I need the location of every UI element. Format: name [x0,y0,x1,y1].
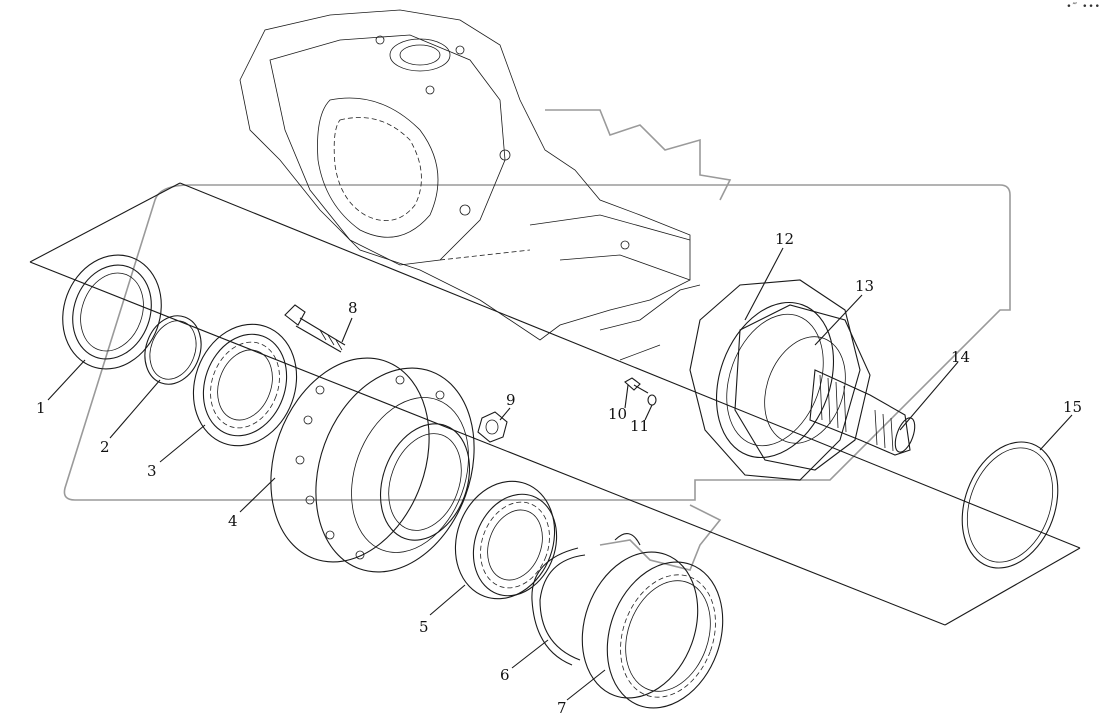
part-label-10: 10 [608,405,627,423]
part-labels: 1 2 3 4 5 6 7 8 9 10 11 12 13 14 15 [36,230,1082,717]
part-label-7: 7 [557,699,567,717]
wheel-stud-bolt [284,304,346,353]
part-label-11: 11 [630,417,649,435]
half-shaft [809,369,916,456]
part-label-1: 1 [36,399,46,417]
outer-bearing [454,480,558,600]
part-label-2: 2 [100,438,110,456]
axle-housing [239,9,701,361]
part-label-9: 9 [506,391,516,409]
washer [647,394,657,406]
part-label-6: 6 [500,666,510,684]
part-label-4: 4 [228,512,238,530]
flange-gasket [689,279,861,481]
watermark-logo [63,109,1011,571]
o-ring [144,315,202,385]
part-label-5: 5 [419,618,429,636]
small-bolt [624,377,649,394]
part-label-15: 15 [1063,398,1082,416]
ring-gear [581,533,724,709]
seal-ring [62,254,162,370]
part-label-3: 3 [147,462,157,480]
spindle [734,304,871,471]
wheel-hub [270,357,475,573]
assembly-axis-frame [29,182,1081,626]
part-label-13: 13 [855,277,874,295]
wheel-nut [477,411,508,443]
snap-ring [961,441,1059,569]
corner-mark: •‴ ••• [1066,2,1101,12]
circlip [531,547,586,666]
part-label-12: 12 [775,230,794,248]
leader-lines [47,247,1073,701]
part-label-8: 8 [348,299,358,317]
part-label-14: 14 [951,348,970,366]
inner-bearing [192,323,298,447]
